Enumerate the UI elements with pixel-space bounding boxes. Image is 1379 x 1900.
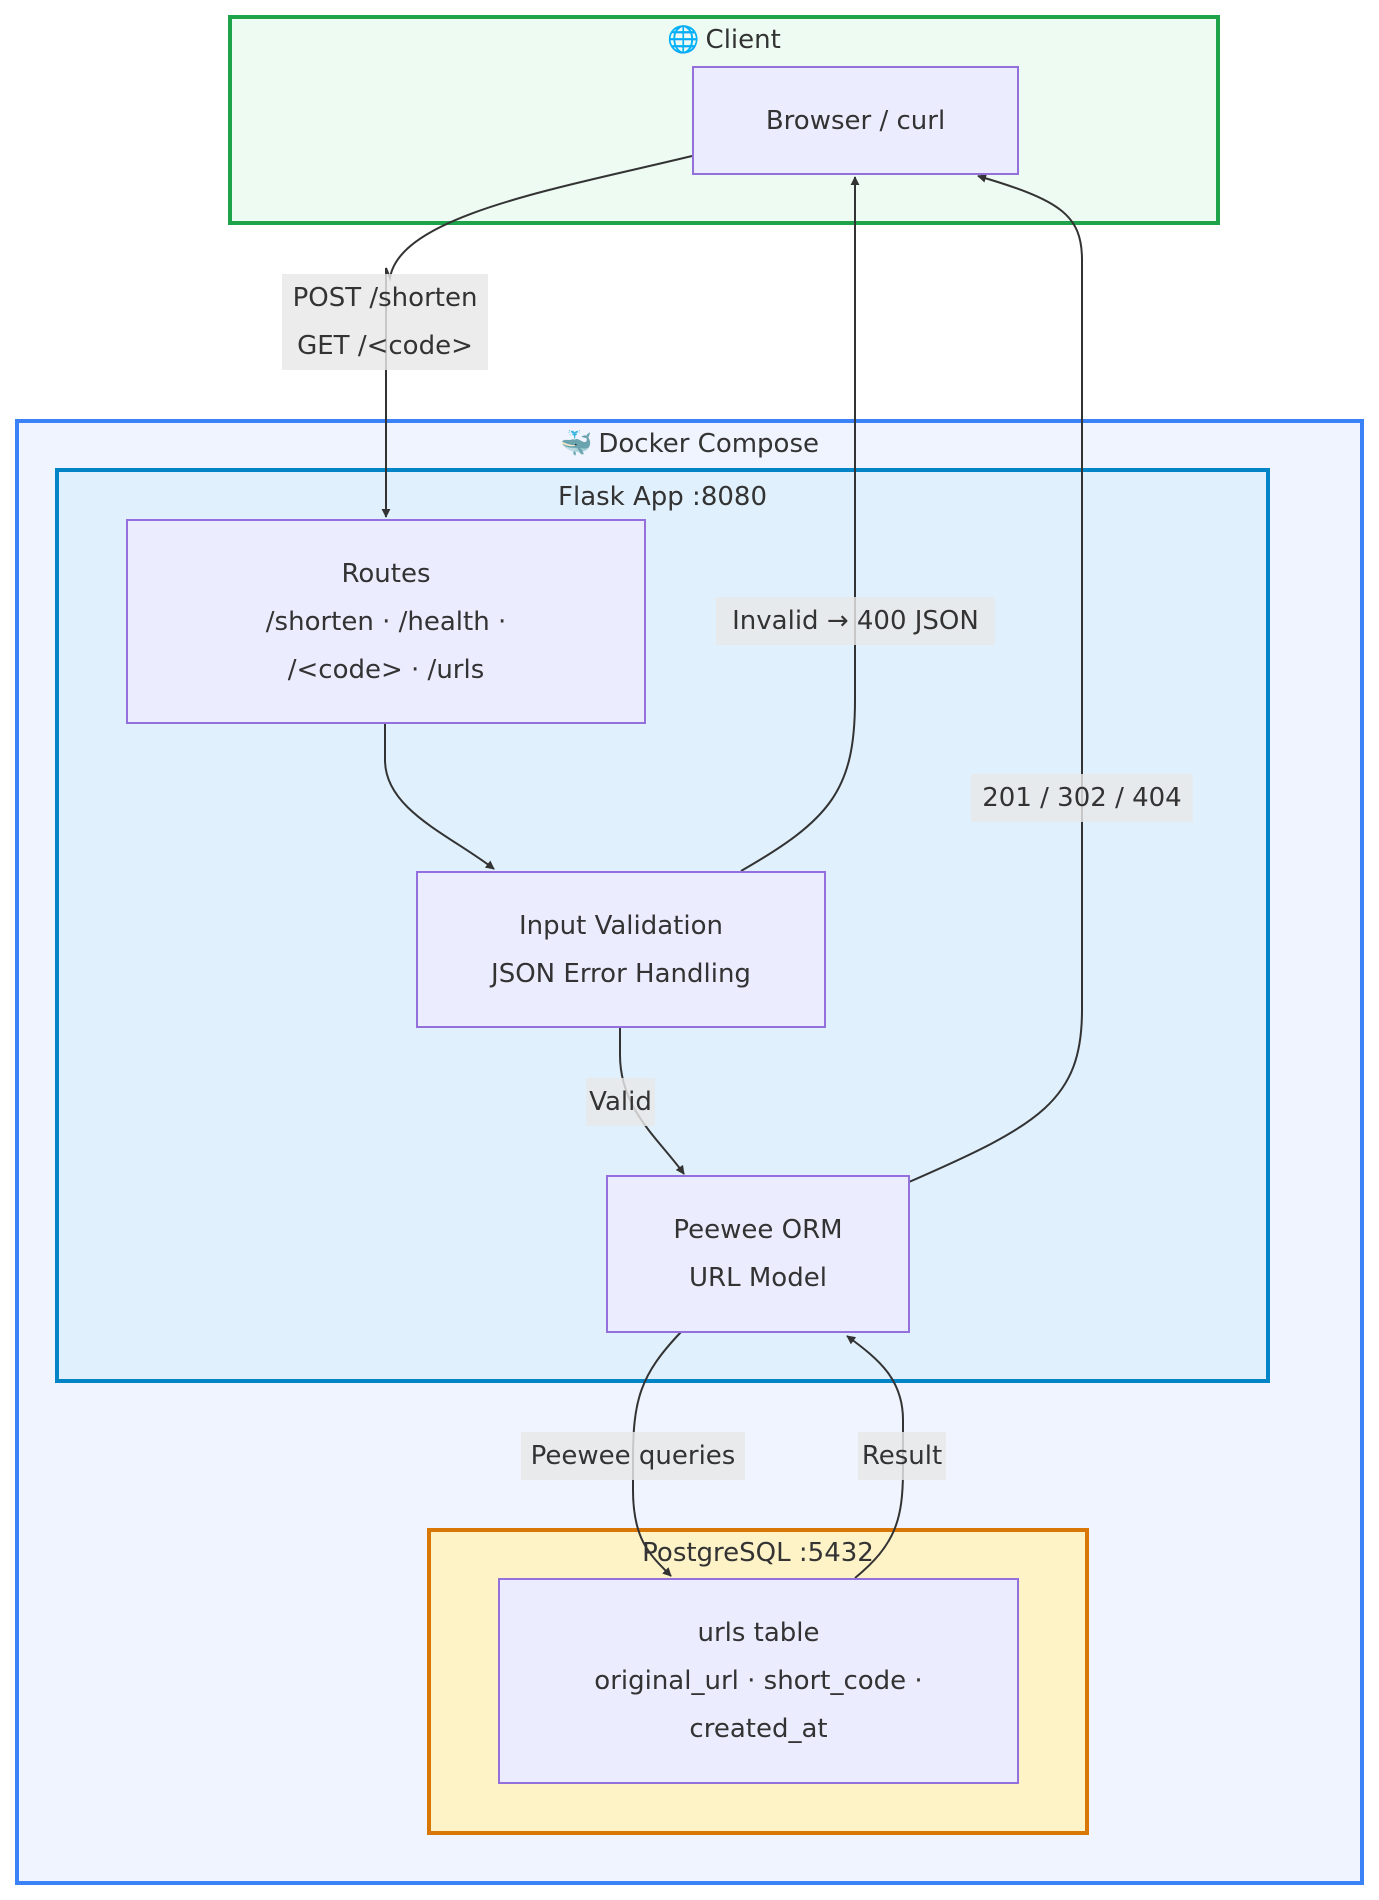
edge-label-browser-to-routes: POST /shorten GET /<code> bbox=[282, 274, 488, 370]
node-browser-line-1: Browser / curl bbox=[765, 105, 946, 136]
cluster-docker-title: 🐳Docker Compose bbox=[19, 429, 1360, 459]
edge-label-peewee-queries: Peewee queries bbox=[521, 1432, 745, 1480]
node-validation-line-1: Input Validation bbox=[519, 910, 723, 941]
node-input-validation[interactable]: Input Validation JSON Error Handling bbox=[416, 871, 826, 1028]
edge-label-line: Invalid → 400 JSON bbox=[732, 606, 979, 636]
node-routes-line-2: /shorten · /health · bbox=[265, 606, 507, 637]
edge-label-line: GET /<code> bbox=[297, 331, 473, 361]
node-urls-line-2: original_url · short_code · bbox=[594, 1666, 923, 1696]
node-orm-line-1: Peewee ORM bbox=[673, 1215, 843, 1245]
cluster-client-title: 🌐Client bbox=[232, 25, 1216, 55]
edge-label-result: Result bbox=[858, 1432, 946, 1480]
cluster-docker-label: Docker Compose bbox=[598, 429, 820, 459]
globe-icon: 🌐 bbox=[667, 25, 700, 55]
edge-label-line: 201 / 302 / 404 bbox=[982, 783, 1182, 813]
edge-label-line: Result bbox=[861, 1441, 943, 1471]
edge-label-line: Peewee queries bbox=[530, 1441, 736, 1471]
edge-label-line: Valid bbox=[589, 1087, 652, 1117]
node-orm-line-2: URL Model bbox=[689, 1263, 827, 1293]
node-routes[interactable]: Routes /shorten · /health · /<code> · /u… bbox=[126, 519, 646, 724]
node-peewee-orm[interactable]: Peewee ORM URL Model bbox=[606, 1175, 910, 1333]
node-routes-line-1: Routes bbox=[341, 558, 431, 589]
node-routes-line-3: /<code> · /urls bbox=[287, 654, 485, 685]
node-urls-table[interactable]: urls table original_url · short_code · c… bbox=[498, 1578, 1019, 1784]
cluster-client-label: Client bbox=[705, 25, 781, 55]
edge-label-line: POST /shorten bbox=[292, 283, 478, 313]
node-browser-curl[interactable]: Browser / curl bbox=[692, 66, 1019, 175]
edge-label-valid: Valid bbox=[586, 1078, 655, 1126]
cluster-postgres-label: PostgreSQL :5432 bbox=[642, 1538, 874, 1568]
cluster-flask-title: Flask App :8080 bbox=[59, 482, 1266, 512]
node-validation-line-2: JSON Error Handling bbox=[491, 958, 751, 989]
whale-icon: 🐳 bbox=[559, 429, 593, 459]
cluster-postgres-title: PostgreSQL :5432 bbox=[431, 1538, 1085, 1568]
node-urls-line-3: created_at bbox=[689, 1714, 828, 1744]
edge-label-invalid: Invalid → 400 JSON bbox=[716, 597, 995, 645]
edge-label-status-codes: 201 / 302 / 404 bbox=[971, 774, 1193, 822]
cluster-flask-label: Flask App :8080 bbox=[558, 482, 767, 512]
node-urls-line-1: urls table bbox=[697, 1618, 820, 1648]
